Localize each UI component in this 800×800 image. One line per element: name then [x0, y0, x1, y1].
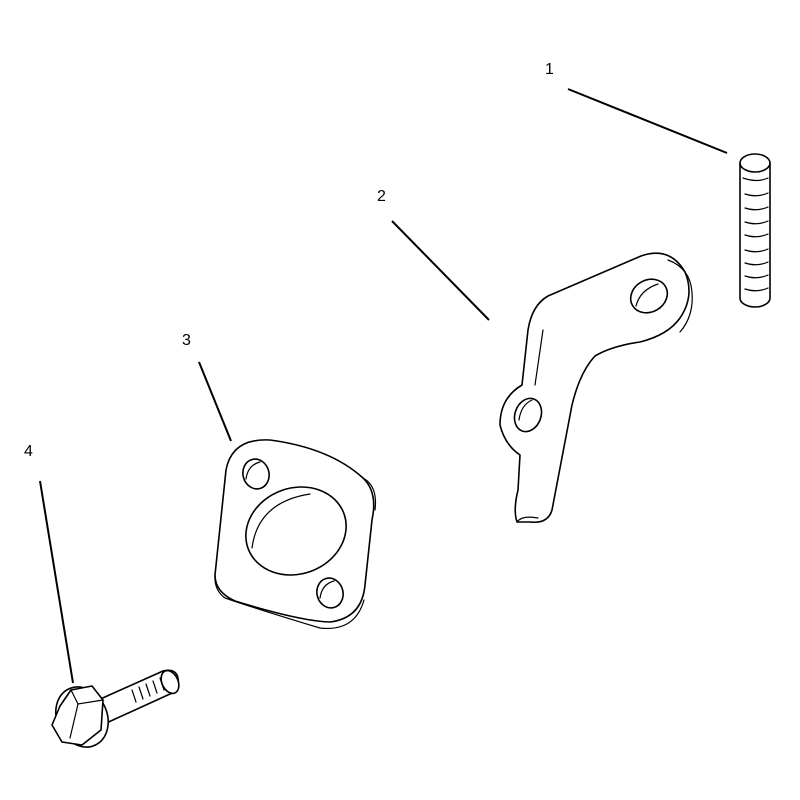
bracket [499, 252, 693, 524]
callout-number-2: 2 [377, 188, 386, 205]
callout-3: 3 [182, 332, 232, 442]
callout-number-4: 4 [24, 443, 33, 460]
leader-line-3 [198, 361, 232, 442]
callout-1: 1 [545, 61, 728, 154]
gasket [214, 439, 377, 630]
callout-number-1: 1 [545, 61, 554, 78]
flange-bolt [51, 669, 180, 748]
leader-line-4 [39, 480, 74, 684]
stud-pin [739, 153, 771, 308]
leader-line-1 [567, 88, 728, 154]
callout-number-3: 3 [182, 332, 191, 349]
callout-2: 2 [377, 188, 490, 321]
callout-4: 4 [24, 443, 74, 684]
leader-line-2 [391, 220, 490, 321]
